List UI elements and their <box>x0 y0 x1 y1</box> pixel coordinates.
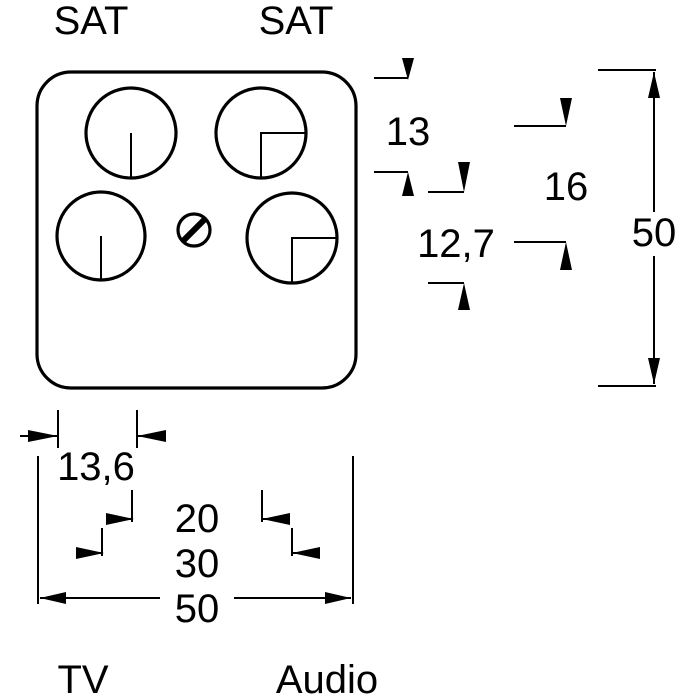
dim-50-vertical-label: 50 <box>632 211 677 255</box>
dim-arrow-left <box>40 592 66 604</box>
dim-arrow-up <box>560 242 572 270</box>
screw-slot <box>179 215 209 245</box>
sat-right-label: SAT <box>259 0 334 43</box>
socket-sat-top-right <box>214 86 308 180</box>
dim-30-label: 30 <box>175 542 220 586</box>
dimension-30: 30 <box>76 528 320 586</box>
dim-arrow-right <box>106 513 134 525</box>
dimension-12-7: 12,7 <box>417 162 495 310</box>
dim-arrow-up <box>402 172 414 196</box>
dim-arrow-up <box>648 72 660 98</box>
dimension-13: 13 <box>374 58 430 196</box>
socket-pin-mark <box>260 132 306 178</box>
dim-arrow-right <box>325 592 351 604</box>
dim-label-background <box>624 212 684 256</box>
dimension-50-horizontal: 50 <box>37 456 354 631</box>
dim-arrow-down <box>402 58 414 80</box>
dim-arrow-left <box>292 547 320 559</box>
sat-left-label: SAT <box>54 0 129 43</box>
socket-tv <box>55 190 147 282</box>
screw-head <box>176 212 212 248</box>
dim-arrow-up <box>458 283 470 310</box>
socket-audio <box>245 191 339 285</box>
dim-12-7-label: 12,7 <box>417 222 495 266</box>
dimension-20: 20 <box>106 490 290 541</box>
socket-sat-top-left <box>84 86 178 180</box>
dim-13-label: 13 <box>386 110 431 154</box>
dim-20-label: 20 <box>175 497 220 541</box>
center-screw <box>176 212 212 248</box>
dim-arrow-right <box>76 547 104 559</box>
dim-arrow-down <box>560 98 572 126</box>
dim-arrow-left <box>137 430 166 442</box>
socket-pin-mark <box>291 237 337 283</box>
dim-arrow-left <box>262 513 290 525</box>
socket-plate <box>35 70 358 390</box>
dim-arrow-down <box>458 162 470 192</box>
dim-50-horizontal-label: 50 <box>175 587 220 631</box>
audio-label: Audio <box>276 658 378 700</box>
dim-13-6-label: 13,6 <box>57 445 135 489</box>
dim-16-label: 16 <box>544 165 589 209</box>
dim-arrow-right <box>28 430 58 442</box>
dimension-50-vertical: 50 <box>598 69 684 387</box>
dim-arrow-down <box>648 358 660 384</box>
dimension-13-6: 13,6 <box>20 410 166 489</box>
dimension-16: 16 <box>514 98 588 270</box>
tv-label: TV <box>57 658 108 700</box>
